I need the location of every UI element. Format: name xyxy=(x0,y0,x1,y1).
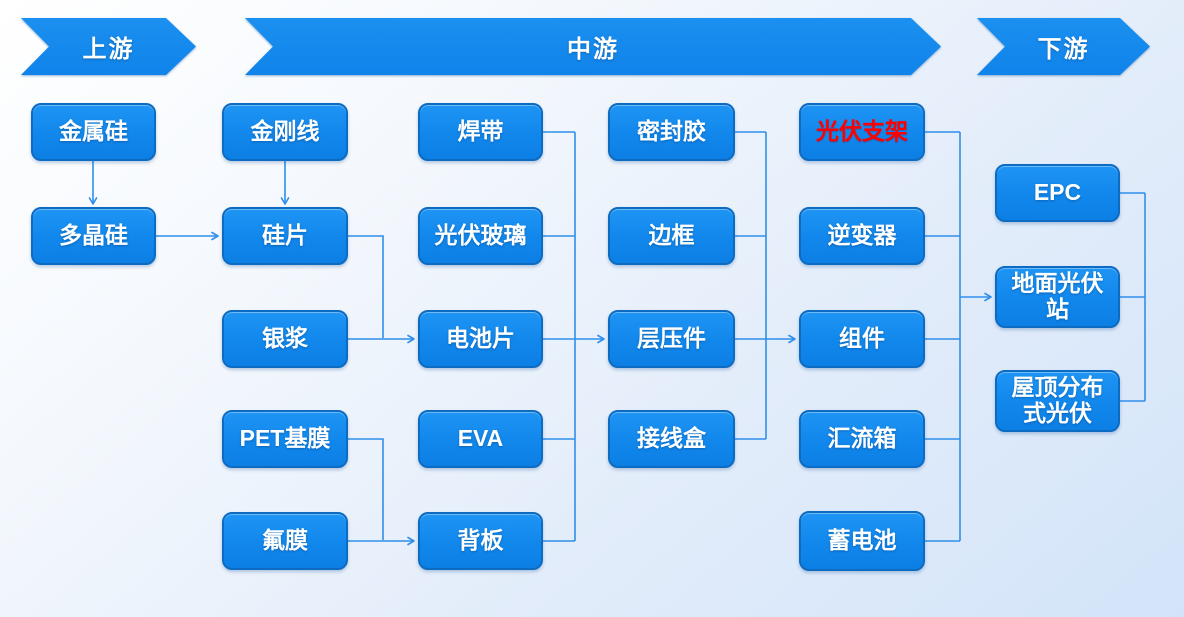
banner-upstream: 上游 xyxy=(21,18,196,75)
node-silver-paste: 银浆 xyxy=(222,310,348,368)
node-rooftop-distributed-pv: 屋顶分布 式光伏 xyxy=(995,370,1120,432)
node-metal-silicon: 金属硅 xyxy=(31,103,156,161)
node-solder-ribbon: 焊带 xyxy=(418,103,543,161)
node-backsheet: 背板 xyxy=(418,512,543,570)
node-epc: EPC xyxy=(995,164,1120,222)
node-eva: EVA xyxy=(418,410,543,468)
node-sealant: 密封胶 xyxy=(608,103,735,161)
node-pv-glass: 光伏玻璃 xyxy=(418,207,543,265)
node-module: 组件 xyxy=(799,310,925,368)
node-combiner-box: 汇流箱 xyxy=(799,410,925,468)
connector-line xyxy=(348,438,384,540)
connector-line xyxy=(348,235,384,338)
node-solar-cell: 电池片 xyxy=(418,310,543,368)
node-diamond-wire: 金刚线 xyxy=(222,103,348,161)
banner-midstream-label: 中游 xyxy=(567,36,619,63)
node-fluorine-film: 氟膜 xyxy=(222,512,348,570)
banner-downstream-shape: 下游 xyxy=(977,18,1150,75)
node-frame: 边框 xyxy=(608,207,735,265)
node-polysilicon: 多晶硅 xyxy=(31,207,156,265)
node-junction-box: 接线盒 xyxy=(608,410,735,468)
node-pv-bracket: 光伏支架 xyxy=(799,103,925,161)
banner-midstream: 中游 xyxy=(245,18,941,75)
banner-upstream-label: 上游 xyxy=(82,36,135,63)
node-battery: 蓄电池 xyxy=(799,511,925,571)
banner-downstream-label: 下游 xyxy=(1037,36,1090,63)
node-silicon-wafer: 硅片 xyxy=(222,207,348,265)
connector-lines xyxy=(88,131,1146,546)
node-pet-base-film: PET基膜 xyxy=(222,410,348,468)
node-ground-pv-station: 地面光伏 站 xyxy=(995,266,1120,328)
node-inverter: 逆变器 xyxy=(799,207,925,265)
banner-upstream-shape: 上游 xyxy=(21,18,196,75)
banner-midstream-shape: 中游 xyxy=(245,18,941,75)
node-laminate: 层压件 xyxy=(608,310,735,368)
banner-downstream: 下游 xyxy=(977,18,1150,75)
